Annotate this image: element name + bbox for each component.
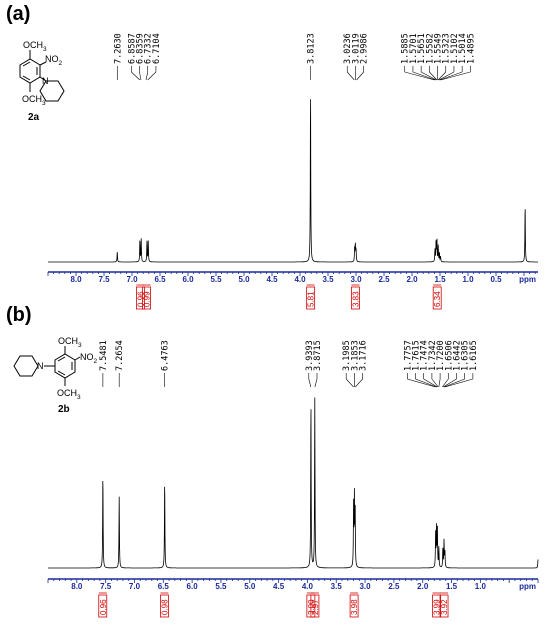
compound-label-2a: 2a xyxy=(28,112,40,123)
x-tick-label: 7.5 xyxy=(100,582,112,591)
peak-label: 6.4763 xyxy=(161,340,171,371)
x-axis-label: ppm xyxy=(519,582,536,591)
x-tick-label: 2.5 xyxy=(388,582,400,591)
peak-leader xyxy=(445,379,473,387)
peak-label: 7.2630 xyxy=(113,33,123,64)
och3-top-b: OCH3 xyxy=(58,336,82,349)
x-tick-label: 4.0 xyxy=(302,582,314,591)
panel-b-label: (b) xyxy=(6,304,32,326)
spectrum-panel-b: 8.0 7.5 7.0 6.5 6.0 5.5 5.0 4.5 4.0 3.5 3.0 2.5 2.0 1… xyxy=(48,340,538,617)
peak-label: 7.2654 xyxy=(115,340,125,371)
x-tick-label: 6.0 xyxy=(187,582,199,591)
x-tick-label: 4.5 xyxy=(273,582,285,591)
x-tick-label: 5.5 xyxy=(210,275,222,284)
x-tick-label: 6.5 xyxy=(158,582,170,591)
och3-top-a: OCH3 xyxy=(23,40,47,53)
piperidine-ring-b xyxy=(14,356,38,376)
peak-label: 2.9986 xyxy=(360,33,370,64)
x-tick-label: 1.5 xyxy=(434,275,446,284)
x-tick-label: 3.5 xyxy=(331,582,343,591)
x-tick-label: 2.5 xyxy=(378,275,390,284)
peak-leader xyxy=(315,379,317,387)
no2-b: NO2 xyxy=(80,352,98,365)
integral-value: 0.96 xyxy=(99,599,108,615)
x-tick-label: 6.0 xyxy=(182,275,194,284)
peak-label: 3.8123 xyxy=(307,33,317,64)
panel-a-label: (a) xyxy=(6,3,30,25)
x-tick-label: 1.5 xyxy=(446,582,458,591)
x-tick-label: 4.5 xyxy=(266,275,278,284)
spectrum-panel-a: 8.0 7.5 7.0 6.5 6.0 5.5 5.0 4.5 4.0 3.5 3.0 2.5 2.0 1… xyxy=(48,33,538,309)
x-tick-label: 0.5 xyxy=(490,275,502,284)
x-tick-label: 5.0 xyxy=(244,582,256,591)
x-tick-label: 8.0 xyxy=(70,275,82,284)
x-tick-label: 7.5 xyxy=(98,275,110,284)
peak-leader xyxy=(355,379,362,387)
peak-label: 1.4895 xyxy=(466,33,476,64)
peak-leader xyxy=(440,72,462,80)
peak-label: 7.5481 xyxy=(99,340,109,371)
spectrum-line xyxy=(48,99,538,262)
x-tick-label: 1.0 xyxy=(462,275,474,284)
peak-label: 3.1716 xyxy=(359,340,369,371)
integral-value: 3.83 xyxy=(351,291,360,307)
peak-leader xyxy=(407,379,435,387)
peak-leader xyxy=(146,72,148,80)
peak-leader xyxy=(309,379,311,387)
n-atom-a: N xyxy=(42,76,49,86)
peak-leader xyxy=(441,72,471,80)
integral-value: 6.34 xyxy=(433,291,442,307)
structure-2b xyxy=(14,346,80,386)
x-tick-label: 7.0 xyxy=(129,582,141,591)
integral-value: 0.99 xyxy=(143,291,152,307)
integral-value: 3.98 xyxy=(350,599,359,615)
integral-value: 0.98 xyxy=(160,599,169,615)
integral-value: 2.97 xyxy=(311,599,320,615)
x-tick-label: 5.5 xyxy=(215,582,227,591)
x-tick-label: 5.0 xyxy=(238,275,250,284)
x-tick-label: 1.0 xyxy=(475,582,487,591)
x-tick-label: 2.0 xyxy=(417,582,429,591)
x-tick-label: 8.0 xyxy=(71,582,83,591)
spectrum-line xyxy=(48,398,538,569)
peak-leader xyxy=(140,72,141,80)
integral-value: 5.81 xyxy=(307,291,316,307)
peak-leader xyxy=(405,72,435,80)
x-tick-label: 3.5 xyxy=(322,275,334,284)
x-axis-label: ppm xyxy=(519,275,536,284)
peak-leader xyxy=(357,72,364,80)
integral-value: 3.92 xyxy=(440,599,449,615)
peak-label: 3.8715 xyxy=(313,340,323,371)
n-atom-b: N xyxy=(37,361,44,371)
peak-leader xyxy=(439,379,440,387)
x-tick-label: 6.5 xyxy=(154,275,166,284)
x-tick-label: 3.0 xyxy=(350,275,362,284)
peak-leader xyxy=(148,72,156,80)
x-tick-label: 4.0 xyxy=(294,275,306,284)
x-tick-label: 2.0 xyxy=(406,275,418,284)
peak-leader xyxy=(131,72,140,80)
x-tick-label: 7.0 xyxy=(126,275,138,284)
peak-label: 6.7104 xyxy=(152,33,162,64)
peak-label: 1.6165 xyxy=(469,340,479,371)
och3-bot-b: OCH3 xyxy=(57,388,81,401)
no2-a: NO2 xyxy=(45,54,63,67)
peak-leader xyxy=(347,72,354,80)
x-tick-label: 3.0 xyxy=(359,582,371,591)
compound-label-2b: 2b xyxy=(58,404,70,415)
peak-leader xyxy=(346,379,353,387)
peak-leader xyxy=(413,72,436,80)
